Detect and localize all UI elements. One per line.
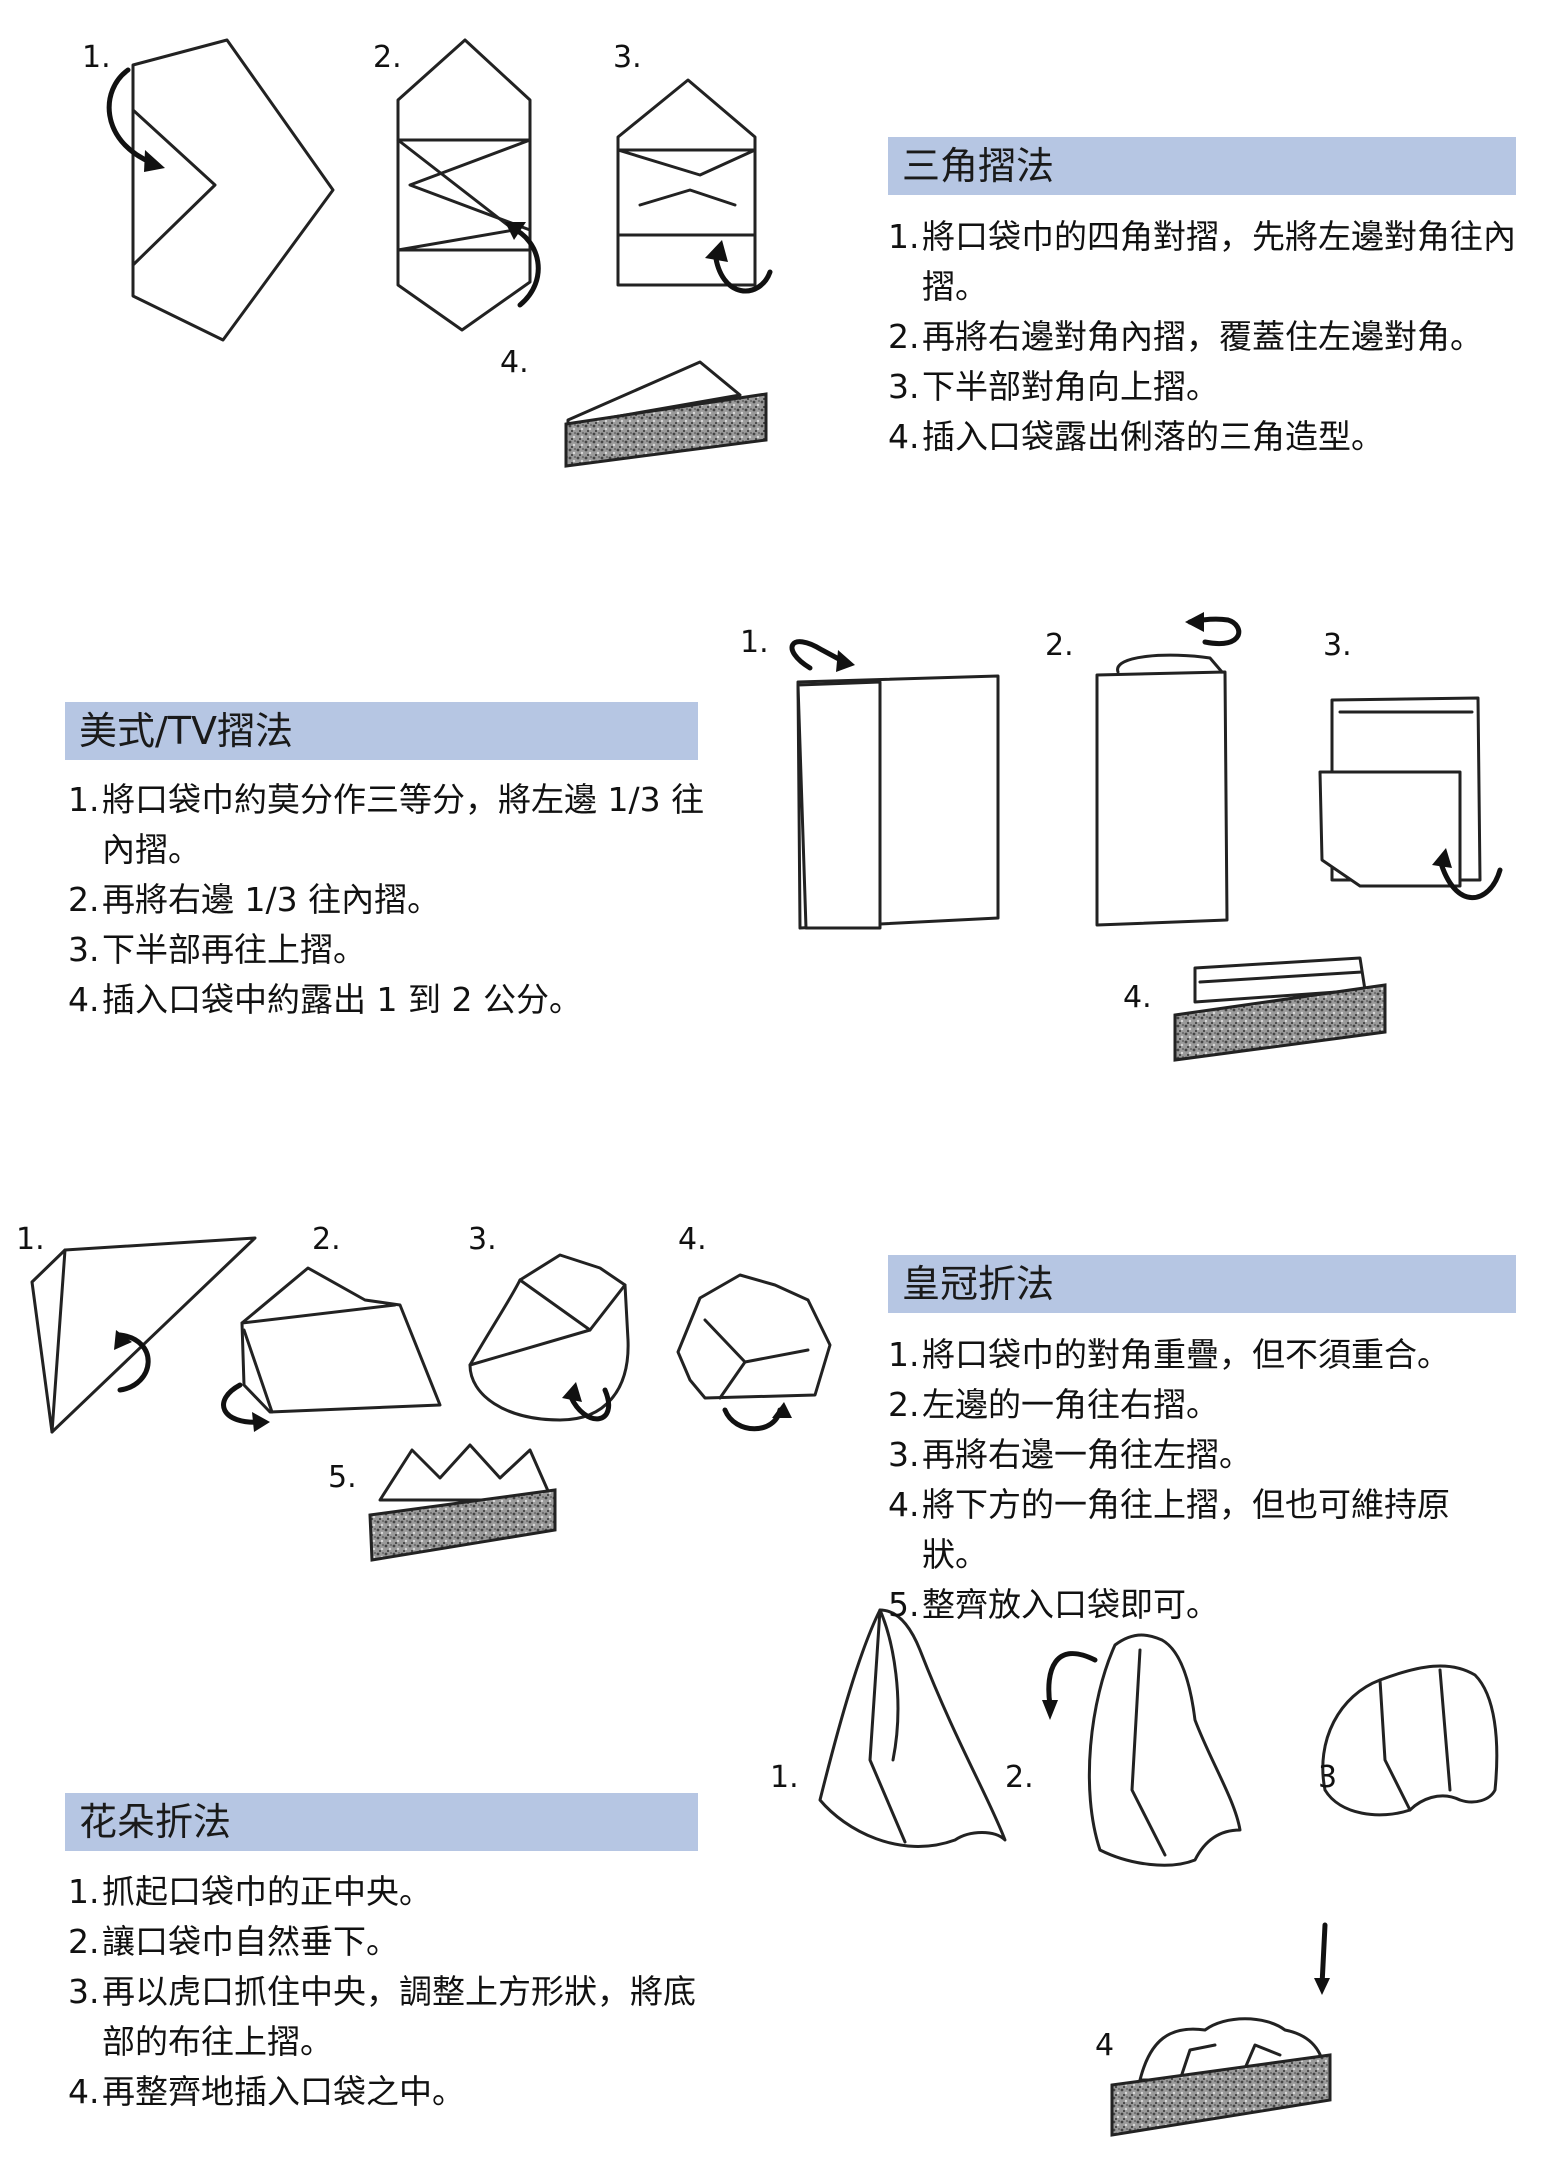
crown-fold-step3-figure xyxy=(468,1253,630,1422)
step-number: 3. xyxy=(68,930,100,969)
step-number: 3. xyxy=(888,1435,920,1474)
step-item: 1.將口袋巾約莫分作三等分，將左邊 1/3 往內摺。 xyxy=(68,775,718,875)
step-number: 1. xyxy=(888,217,920,256)
step-item: 2.讓口袋巾自然垂下。 xyxy=(68,1917,708,1967)
step-text: 讓口袋巾自然垂下。 xyxy=(102,1922,399,1961)
step-number: 2. xyxy=(888,1385,920,1424)
step-item: 4.插入口袋中約露出 1 到 2 公分。 xyxy=(68,975,718,1025)
step-text: 插入口袋中約露出 1 到 2 公分。 xyxy=(102,980,582,1019)
crown-fold-step2-figure xyxy=(221,1266,442,1432)
crown-figure-label-1: 1. xyxy=(16,1222,45,1257)
step-number: 2. xyxy=(68,1922,100,1961)
triangle-fold-header: 三角摺法 xyxy=(888,137,1516,195)
flower-fold-step1-figure xyxy=(818,1608,1007,1848)
step-text: 左邊的一角往右摺。 xyxy=(922,1385,1219,1424)
step-item: 1.將口袋巾的對角重疊，但不須重合。 xyxy=(888,1330,1498,1380)
flower-figure-label-4: 4 xyxy=(1095,2028,1115,2063)
step-item: 2.再將右邊 1/3 往內摺。 xyxy=(68,875,718,925)
crown-figure-label-5: 5. xyxy=(328,1460,357,1495)
step-text: 插入口袋露出俐落的三角造型。 xyxy=(922,417,1384,456)
tv-figure-label-4: 4. xyxy=(1123,980,1152,1015)
flower-figure-label-1: 1. xyxy=(770,1760,799,1795)
triangle-figure-label-3: 3. xyxy=(613,40,642,75)
tv-fold-step2-figure xyxy=(1095,612,1242,927)
step-text: 將口袋巾的四角對摺，先將左邊對角往內摺。 xyxy=(922,217,1516,306)
step-item: 2.再將右邊對角內摺，覆蓋住左邊對角。 xyxy=(888,312,1538,362)
flower-fold-step3-figure xyxy=(1314,1664,1499,1995)
crown-fold-step1-figure xyxy=(30,1236,257,1434)
step-number: 2. xyxy=(888,317,920,356)
step-item: 5.整齊放入口袋即可。 xyxy=(888,1580,1498,1630)
tv-fold-steps: 1.將口袋巾約莫分作三等分，將左邊 1/3 往內摺。 2.再將右邊 1/3 往內… xyxy=(68,775,718,1025)
step-text: 再將右邊 1/3 往內摺。 xyxy=(102,880,441,919)
triangle-figure-label-4: 4. xyxy=(500,345,529,380)
step-item: 4.插入口袋露出俐落的三角造型。 xyxy=(888,412,1538,462)
step-number: 1. xyxy=(68,1872,100,1911)
tv-fold-step1-figure xyxy=(789,639,1000,930)
step-item: 3.下半部再往上摺。 xyxy=(68,925,718,975)
step-text: 下半部對角向上摺。 xyxy=(922,367,1219,406)
step-number: 3. xyxy=(888,367,920,406)
step-number: 5. xyxy=(888,1585,920,1624)
tv-fold-step4-figure xyxy=(1173,956,1387,1062)
step-text: 將口袋巾約莫分作三等分，將左邊 1/3 往內摺。 xyxy=(102,780,705,869)
flower-figure-label-2: 2. xyxy=(1005,1760,1034,1795)
crown-fold-header: 皇冠折法 xyxy=(888,1255,1516,1313)
step-item: 2.左邊的一角往右摺。 xyxy=(888,1380,1498,1430)
step-text: 抓起口袋巾的正中央。 xyxy=(102,1872,432,1911)
flower-fold-step4-figure xyxy=(1110,2017,1332,2137)
tv-figure-label-1: 1. xyxy=(740,625,769,660)
crown-figure-label-3: 3. xyxy=(468,1222,497,1257)
tv-fold-step3-figure xyxy=(1318,696,1503,901)
flower-fold-step2-figure xyxy=(1042,1633,1242,1867)
step-number: 3. xyxy=(68,1972,100,2011)
step-text: 整齊放入口袋即可。 xyxy=(922,1585,1219,1624)
crown-figure-label-2: 2. xyxy=(312,1222,341,1257)
step-text: 下半部再往上摺。 xyxy=(102,930,366,969)
step-item: 4.再整齊地插入口袋之中。 xyxy=(68,2067,708,2117)
triangle-figure-label-1: 1. xyxy=(82,40,111,75)
triangle-figure-label-2: 2. xyxy=(373,40,402,75)
step-text: 再以虎口抓住中央，調整上方形狀，將底部的布往上摺。 xyxy=(102,1972,696,2061)
triangle-fold-step2-figure xyxy=(396,38,541,332)
tv-figure-label-3: 3. xyxy=(1323,628,1352,663)
triangle-fold-steps: 1.將口袋巾的四角對摺，先將左邊對角往內摺。 2.再將右邊對角內摺，覆蓋住左邊對… xyxy=(888,212,1538,462)
step-number: 1. xyxy=(68,780,100,819)
step-item: 4.將下方的一角往上摺，但也可維持原狀。 xyxy=(888,1480,1498,1580)
tv-fold-header: 美式/TV摺法 xyxy=(65,702,698,760)
tv-figure-label-2: 2. xyxy=(1045,628,1074,663)
flower-figure-label-3: 3 xyxy=(1318,1760,1338,1795)
crown-fold-step4-figure xyxy=(676,1273,832,1432)
triangle-fold-step4-figure xyxy=(564,360,768,468)
crown-fold-step5-figure xyxy=(368,1443,557,1562)
step-text: 再將右邊一角往左摺。 xyxy=(922,1435,1252,1474)
triangle-fold-step1-figure xyxy=(106,38,335,342)
step-text: 再整齊地插入口袋之中。 xyxy=(102,2072,465,2111)
step-item: 3.下半部對角向上摺。 xyxy=(888,362,1538,412)
crown-fold-steps: 1.將口袋巾的對角重疊，但不須重合。 2.左邊的一角往右摺。 3.再將右邊一角往… xyxy=(888,1330,1498,1630)
step-number: 4. xyxy=(68,2072,100,2111)
step-item: 3.再以虎口抓住中央，調整上方形狀，將底部的布往上摺。 xyxy=(68,1967,708,2067)
step-number: 4. xyxy=(68,980,100,1019)
step-text: 將口袋巾的對角重疊，但不須重合。 xyxy=(922,1335,1450,1374)
step-text: 將下方的一角往上摺，但也可維持原狀。 xyxy=(922,1485,1450,1574)
crown-figure-label-4: 4. xyxy=(678,1222,707,1257)
step-number: 4. xyxy=(888,1485,920,1524)
step-item: 1.將口袋巾的四角對摺，先將左邊對角往內摺。 xyxy=(888,212,1538,312)
step-item: 1.抓起口袋巾的正中央。 xyxy=(68,1867,708,1917)
flower-fold-header: 花朵折法 xyxy=(65,1793,698,1851)
step-number: 4. xyxy=(888,417,920,456)
step-number: 1. xyxy=(888,1335,920,1374)
triangle-fold-step3-figure xyxy=(616,78,773,294)
step-text: 再將右邊對角內摺，覆蓋住左邊對角。 xyxy=(922,317,1483,356)
flower-fold-steps: 1.抓起口袋巾的正中央。 2.讓口袋巾自然垂下。 3.再以虎口抓住中央，調整上方… xyxy=(68,1867,708,2117)
step-item: 3.再將右邊一角往左摺。 xyxy=(888,1430,1498,1480)
step-number: 2. xyxy=(68,880,100,919)
